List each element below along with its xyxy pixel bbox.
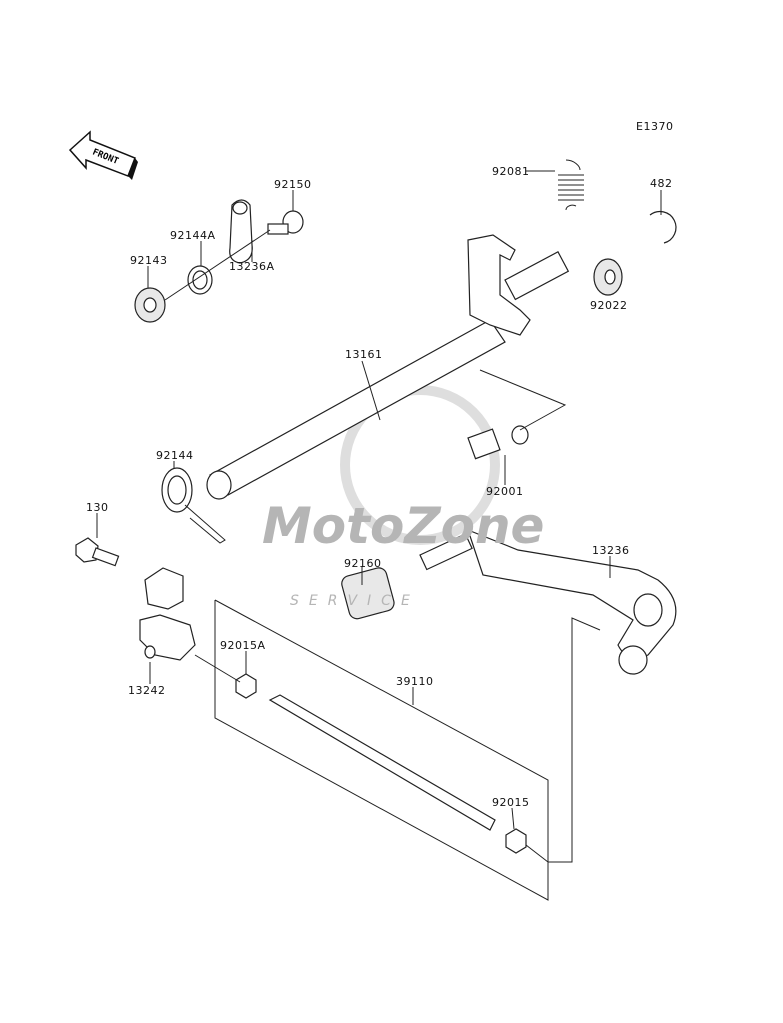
part-label-92081[interactable]: 92081 — [492, 165, 530, 178]
diagram-code: E1370 — [636, 120, 673, 133]
part-label-130[interactable]: 130 — [86, 501, 109, 514]
part-label-482[interactable]: 482 — [650, 177, 673, 190]
part-label-13236[interactable]: 13236 — [592, 544, 630, 557]
front-arrow-icon: FRONT — [68, 130, 138, 180]
lever-13236A — [229, 199, 253, 264]
part-label-92160[interactable]: 92160 — [344, 557, 382, 570]
leader-lines — [96, 170, 662, 830]
part-label-92143[interactable]: 92143 — [130, 254, 168, 267]
part-shapes — [75, 159, 677, 901]
nut-92015 — [505, 828, 527, 854]
part-label-92022[interactable]: 92022 — [590, 299, 628, 312]
nut-92015A — [235, 673, 257, 699]
part-label-13236A[interactable]: 13236A — [229, 260, 275, 273]
part-label-13161[interactable]: 13161 — [345, 348, 383, 361]
shaft-13161 — [206, 234, 570, 500]
part-label-92150[interactable]: 92150 — [274, 178, 312, 191]
part-label-92144[interactable]: 92144 — [156, 449, 194, 462]
part-label-13242[interactable]: 13242 — [128, 684, 166, 697]
pedal-13236 — [419, 528, 677, 675]
pin-92001 — [467, 428, 501, 460]
part-label-39110[interactable]: 39110 — [396, 675, 434, 688]
lever-13242 — [144, 567, 184, 610]
circlip-482 — [649, 210, 677, 244]
watermark-brand: MotoZone — [262, 497, 544, 555]
rod-39110 — [268, 694, 496, 831]
part-label-92015[interactable]: 92015 — [492, 796, 530, 809]
part-label-92144A[interactable]: 92144A — [170, 229, 216, 242]
part-label-92015A[interactable]: 92015A — [220, 639, 266, 652]
watermark-helmet-icon — [340, 385, 500, 545]
watermark-sub: SERVICE — [290, 593, 420, 609]
part-labels: E1370 92081 482 92150 92144A 92143 13236… — [86, 120, 673, 809]
part-label-92001[interactable]: 92001 — [486, 485, 524, 498]
spring-92081 — [558, 159, 584, 211]
watermark: MotoZone SERVICE — [262, 497, 544, 609]
